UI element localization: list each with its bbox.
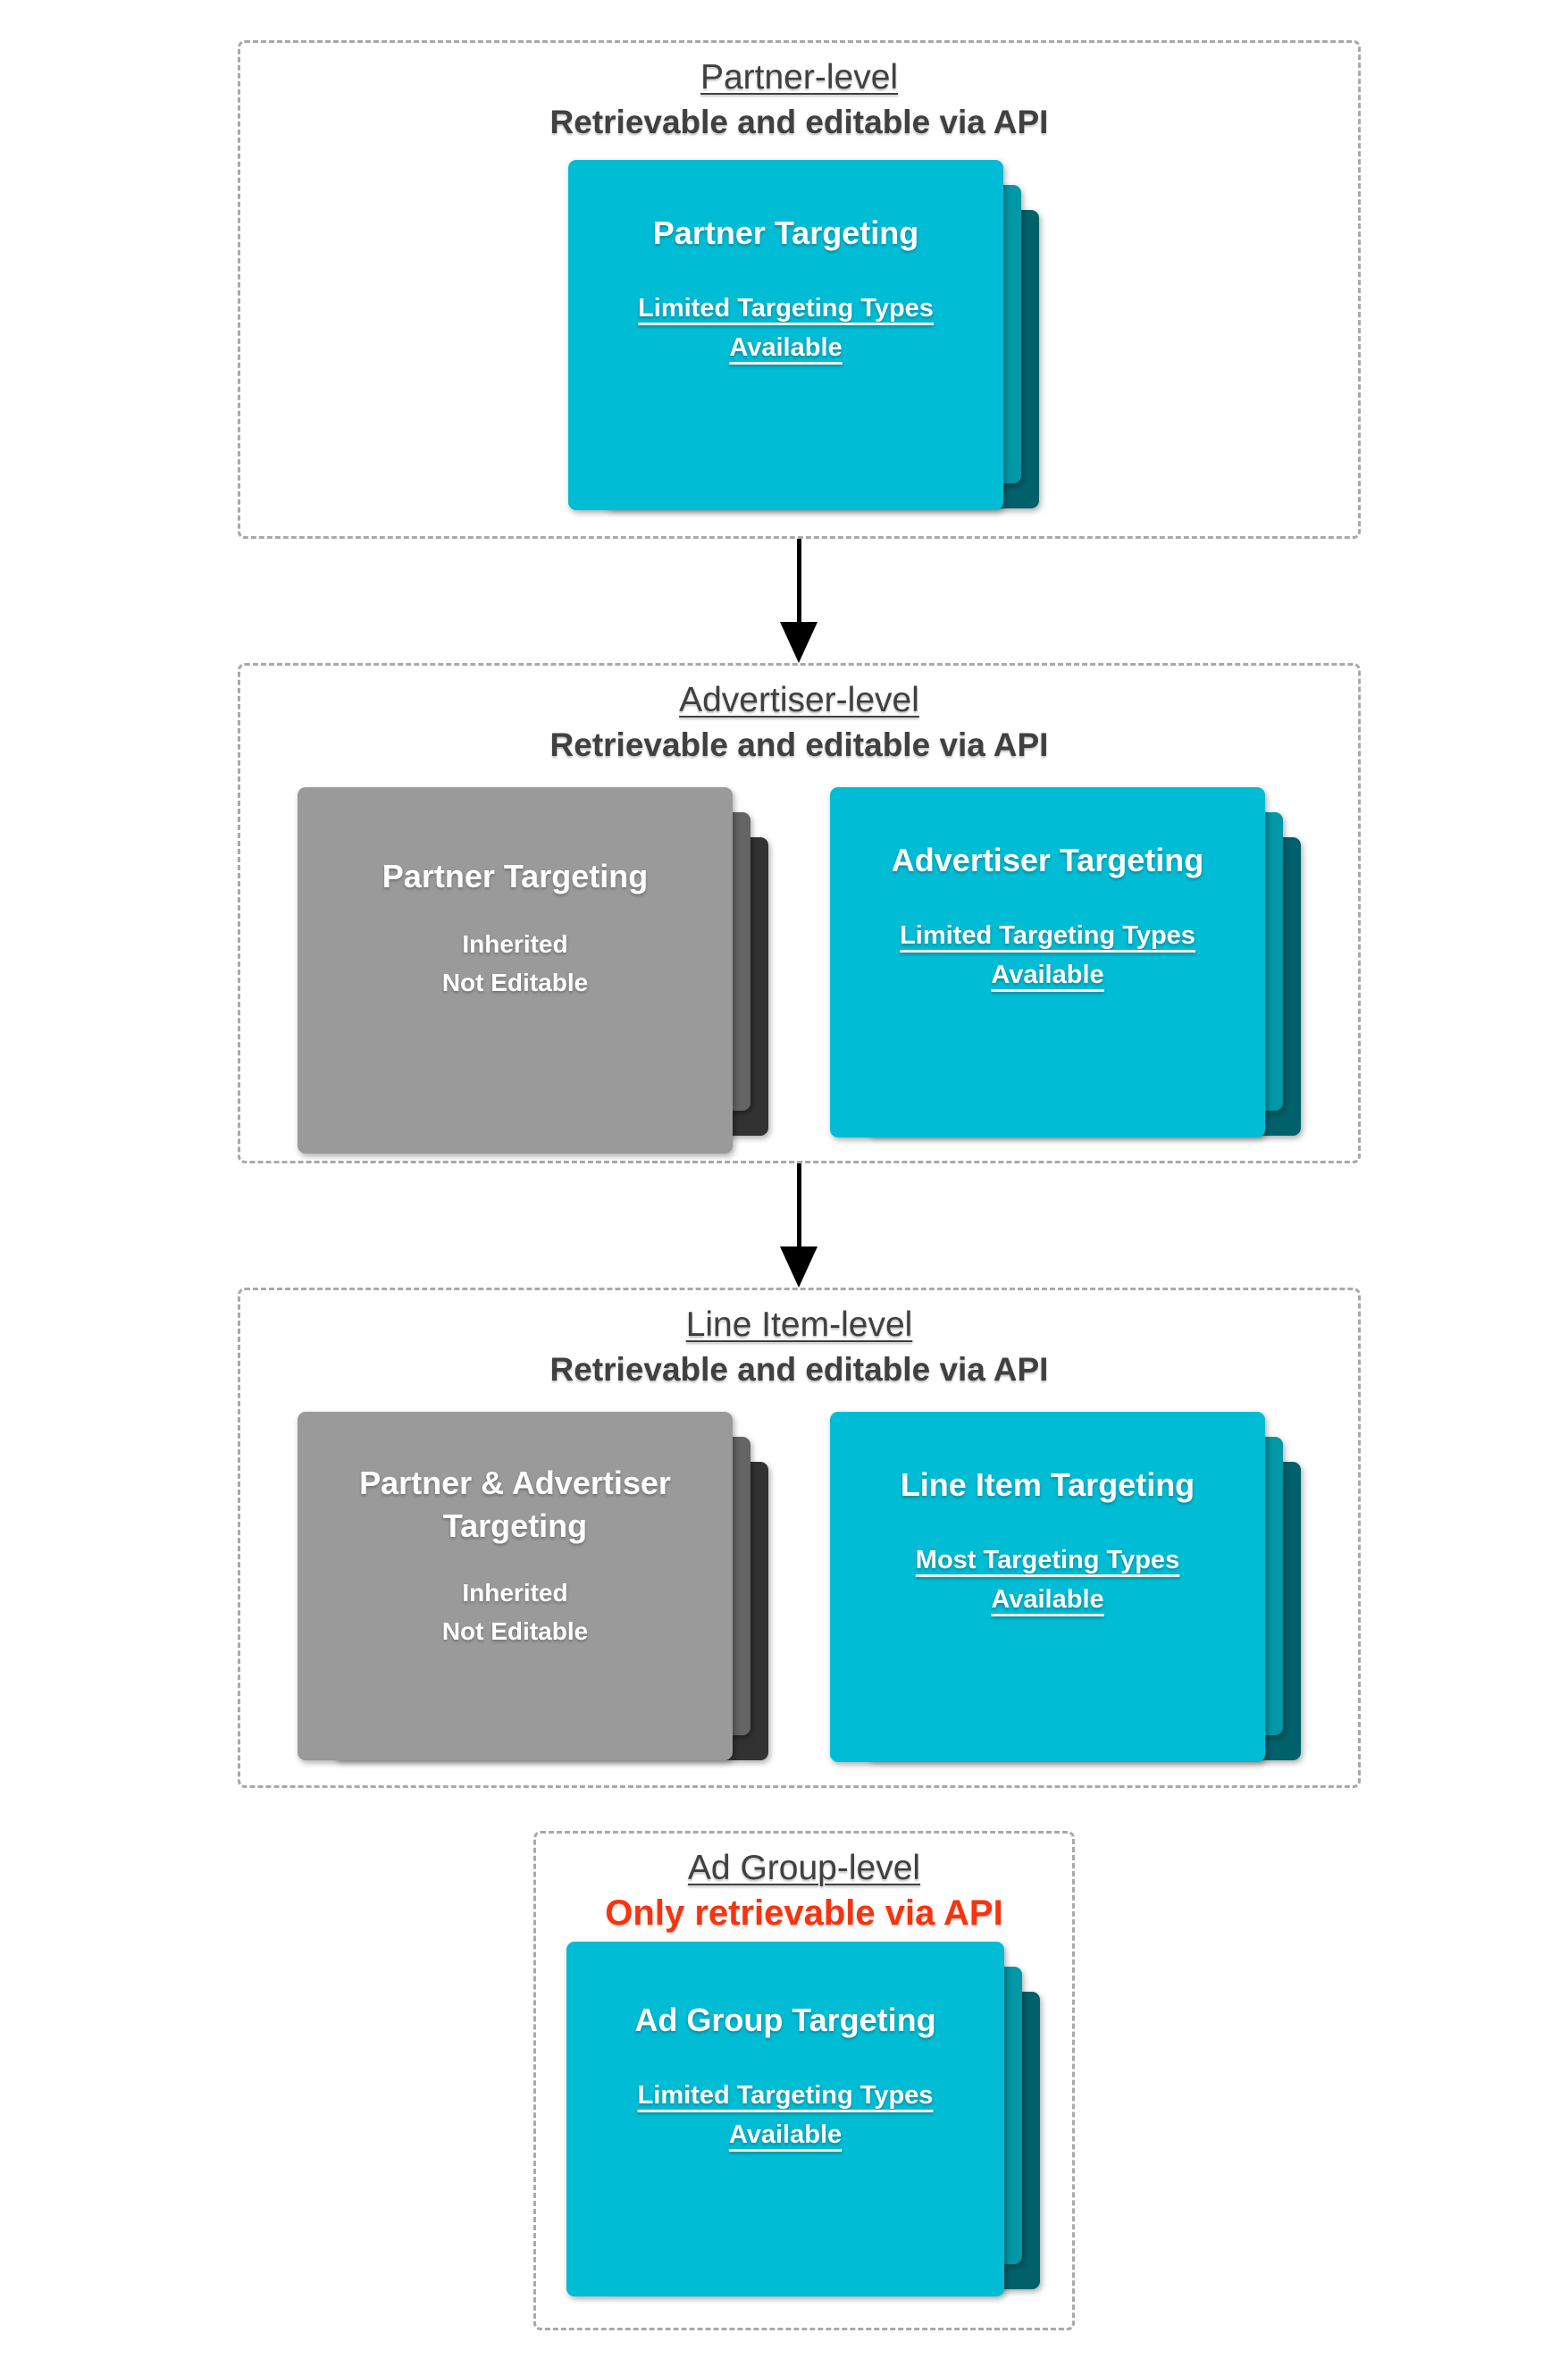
section-subtitle: Only retrievable via API xyxy=(605,1893,1003,1933)
down-arrow xyxy=(779,539,818,663)
arrow-head-icon xyxy=(780,1246,818,1288)
section-advertiser-level: Advertiser-level Retrievable and editabl… xyxy=(238,663,1361,1163)
section-title: Advertiser-level xyxy=(679,681,919,719)
card-subtitle: Most Targeting Types Available xyxy=(915,1545,1180,1615)
card-title: Line Item Targeting xyxy=(900,1466,1195,1503)
section-subtitle: Retrievable and editable via API xyxy=(549,1351,1049,1388)
card-stack-ad-group-targeting: Ad Group Targeting Limited Targeting Typ… xyxy=(566,1942,1040,2296)
card-ad-group-targeting: Ad Group Targeting Limited Targeting Typ… xyxy=(566,1942,1004,2296)
card-advertiser-targeting: Advertiser Targeting Limited Targeting T… xyxy=(830,787,1265,1137)
section-partner-level: Partner-level Retrievable and editable v… xyxy=(238,40,1361,539)
card-line-item-targeting: Line Item Targeting Most Targeting Types… xyxy=(830,1412,1265,1762)
card-partner-targeting: Partner Targeting Limited Targeting Type… xyxy=(568,160,1003,510)
card-title: Partner Targeting xyxy=(652,214,919,251)
card-stack-partner-targeting: Partner Targeting Limited Targeting Type… xyxy=(568,160,1039,510)
card-subtitle: Limited Targeting Types Available xyxy=(638,293,934,363)
card-title: Partner & Advertiser Targeting xyxy=(359,1465,671,1544)
card-body: Inherited Not Editable xyxy=(442,925,588,1002)
card-title: Ad Group Targeting xyxy=(634,2002,936,2038)
section-title: Partner-level xyxy=(700,58,899,97)
card-line: Inherited xyxy=(462,929,568,958)
section-subtitle: Retrievable and editable via API xyxy=(549,104,1049,140)
card-subtitle: Limited Targeting Types Available xyxy=(900,920,1195,990)
card-inherited-partner-advertiser-targeting: Partner & Advertiser Targeting Inherited… xyxy=(298,1412,733,1760)
card-inherited-partner-targeting: Partner Targeting Inherited Not Editable xyxy=(298,787,733,1154)
card-body: Inherited Not Editable xyxy=(442,1574,588,1650)
card-stack-inherited-partner-targeting: Partner Targeting Inherited Not Editable xyxy=(298,787,768,1154)
card-title: Advertiser Targeting xyxy=(891,842,1204,878)
card-line: Not Editable xyxy=(441,1617,589,1646)
arrow-head-icon xyxy=(780,622,818,663)
card-stack-line-item-targeting: Line Item Targeting Most Targeting Types… xyxy=(830,1412,1301,1762)
down-arrow xyxy=(779,1163,818,1288)
card-title: Partner Targeting xyxy=(382,858,649,894)
section-line-item-level: Line Item-level Retrievable and editable… xyxy=(238,1288,1361,1788)
card-subtitle: Limited Targeting Types Available xyxy=(637,2080,934,2150)
section-title: Ad Group-level xyxy=(687,1849,921,1887)
section-subtitle: Retrievable and editable via API xyxy=(549,726,1049,763)
arrow-stem xyxy=(796,539,801,622)
card-line: Not Editable xyxy=(441,968,589,996)
section-title: Line Item-level xyxy=(685,1305,913,1344)
section-ad-group-level: Ad Group-level Only retrievable via API … xyxy=(533,1831,1075,2330)
card-line: Inherited xyxy=(462,1579,568,1607)
card-stack-inherited-partner-advertiser-targeting: Partner & Advertiser Targeting Inherited… xyxy=(298,1412,768,1760)
arrow-stem xyxy=(796,1163,801,1246)
card-stack-advertiser-targeting: Advertiser Targeting Limited Targeting T… xyxy=(830,787,1301,1137)
